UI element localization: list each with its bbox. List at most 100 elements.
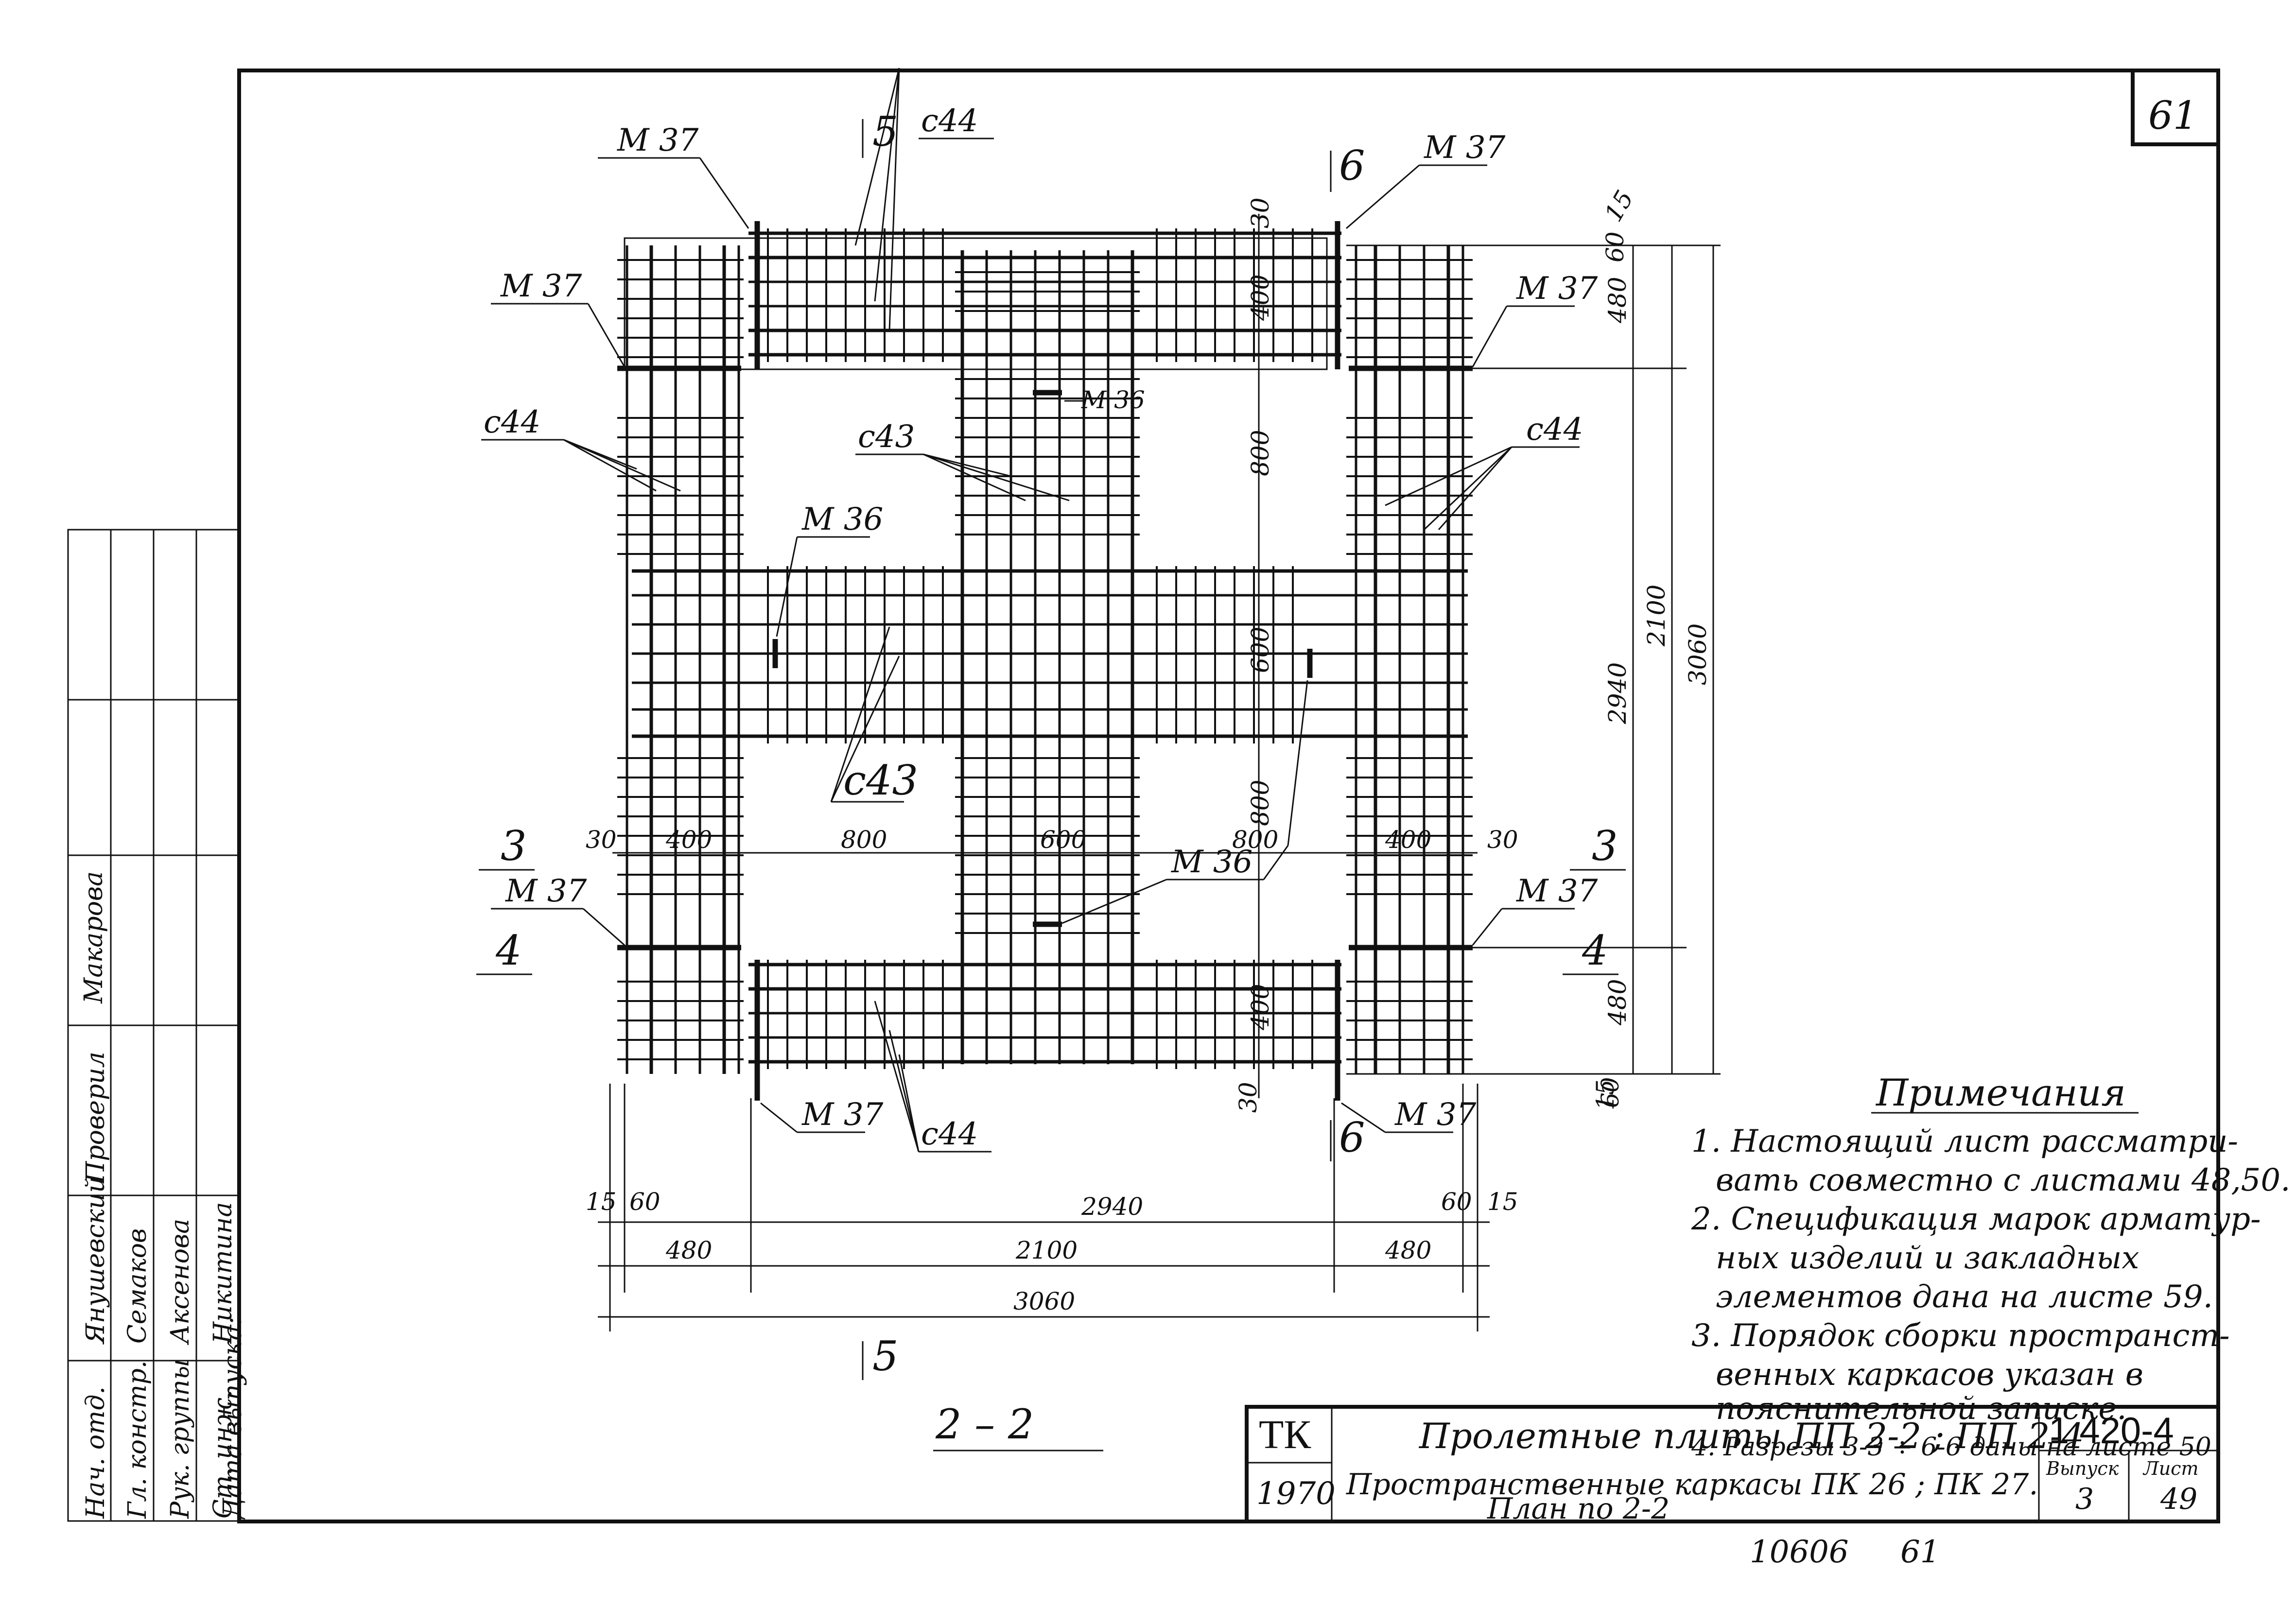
side-stamp: Нач. отд. Янушевский Проверил Гл. констр… (67, 529, 247, 1522)
section-3-left: 3 (501, 822, 526, 870)
issue-label: Выпуск (2046, 1458, 2119, 1479)
title-line-1: Пролетные плиты ПП 2-2 ; ПП 2-4 (1418, 1416, 2084, 1456)
mark-c44-top: с44 (921, 103, 978, 139)
bottom-band (748, 960, 1341, 1069)
dim-15-bottom-right: 15 (1487, 1188, 1518, 1216)
mark-c44-right: с44 (1526, 412, 1583, 448)
dim-800-left: 800 (841, 826, 887, 854)
mark-c44-left: с44 (484, 404, 540, 440)
dim-2940-bottom: 2940 (1081, 1192, 1143, 1221)
dim-15-right-bottom: 15 (1591, 1079, 1619, 1110)
stamp-checked-label: Проверил (81, 1052, 110, 1184)
issue-value: 3 (2075, 1482, 2094, 1516)
mark-c43-lower: с43 (843, 757, 918, 804)
dim-60-right-top: 60 (1601, 231, 1629, 262)
dim-30-left: 30 (586, 826, 617, 854)
dim-30-right: 30 (1487, 826, 1518, 854)
top-band (624, 228, 1341, 370)
notes-heading: Примечания (1875, 1071, 2126, 1114)
mark-m37-top-left: М 37 (617, 122, 699, 158)
embedded-plates-m37 (617, 221, 1473, 1101)
dim-480-right-top: 480 (1603, 277, 1632, 324)
stamp-role-2: Гл. констр. (123, 1361, 152, 1519)
dim-480-bottom-right: 480 (1385, 1236, 1431, 1264)
dim-60-bottom-left: 60 (629, 1188, 661, 1216)
note-line-9: 4. Разрезы 3-3 ÷ 6-6 даны на листе 50 (1691, 1433, 2211, 1462)
dim-2100-right: 2100 (1642, 585, 1670, 647)
dim-30-top-v: 30 (1246, 197, 1274, 228)
inventory-page: 61 (1900, 1534, 1940, 1570)
note-line-3: 2. Спецификация марок арматур- (1691, 1201, 2261, 1237)
right-column (1346, 245, 1473, 1074)
mark-m37-upper-right: М 37 (1516, 271, 1598, 307)
mark-m36-left: М 36 (801, 501, 883, 537)
mark-c44-bottom: с44 (921, 1116, 978, 1152)
dim-15-right-top: 15 (1599, 186, 1639, 226)
title-block: ТК 1970 Пролетные плиты ПП 2-2 ; ПП 2-4 … (1245, 1405, 2220, 1526)
section-3-right: 3 (1592, 822, 1618, 870)
stamp-name-2: Семаков (123, 1228, 152, 1344)
reinforcement-plan (617, 221, 1473, 1101)
mark-m37-bottom-left: М 37 (801, 1097, 884, 1133)
note-line-6: 3. Порядок сборки пространст- (1691, 1318, 2230, 1354)
notes-block: Примечания 1. Настоящий лист рассматри- … (1691, 1071, 2290, 1462)
mark-m37-bottom-right: М 37 (1394, 1097, 1477, 1133)
dim-400-left: 400 (665, 826, 712, 854)
sheet-number: 61 (2148, 93, 2198, 138)
dim-60-bottom-right: 60 (1441, 1188, 1472, 1216)
title-year: 1970 (1256, 1476, 1336, 1512)
dim-400-top-v: 400 (1246, 275, 1274, 321)
mark-leaders (481, 68, 1580, 1153)
dim-60-right-bottom: 60 (1596, 1077, 1624, 1108)
stamp-role-3: Рук. группы (166, 1359, 195, 1519)
sheet-label: Лист (2142, 1458, 2199, 1479)
dim-3060-right: 3060 (1684, 623, 1712, 685)
note-line-2: вать совместно с листами 48,50. (1716, 1162, 2290, 1198)
section-4-left: 4 (495, 927, 522, 974)
dim-30-bottom-v: 30 (1234, 1082, 1262, 1113)
dim-480-right-bottom: 480 (1603, 979, 1632, 1026)
title-org: ТК (1259, 1412, 1311, 1457)
dim-600-horizontal: 600 (1040, 826, 1086, 854)
mark-m36-lower: М 36 (1171, 844, 1252, 880)
middle-band (632, 566, 1468, 743)
section-4-right: 4 (1582, 927, 1608, 974)
mark-m37-lower-left: М 37 (505, 873, 587, 909)
left-column (617, 245, 744, 1074)
mark-labels: М 37 М 37 М 37 М 37 с44 с44 с43 с44 М 36… (484, 103, 1598, 1152)
sheet-value: 49 (2160, 1482, 2197, 1516)
note-line-5: элементов дана на листе 59. (1716, 1279, 2213, 1315)
section-5-bottom: 5 (872, 1332, 898, 1380)
stamp-name-4: Никитина (209, 1202, 238, 1344)
mark-m36-top: М 36 (1081, 386, 1145, 414)
center-column (955, 250, 1140, 1064)
mark-m37-lower-right: М 37 (1516, 873, 1598, 909)
sheet-number-box (2131, 69, 2220, 146)
note-line-1: 1. Настоящий лист рассматри- (1691, 1123, 2238, 1159)
title-code: 1.420-4 (2049, 1410, 2174, 1451)
dim-3060-bottom: 3060 (1013, 1287, 1075, 1315)
dim-480-bottom-left: 480 (665, 1236, 712, 1264)
section-5-top: 5 (872, 108, 898, 156)
dim-800-bottom-v: 800 (1246, 780, 1274, 826)
dimensions: 30 400 800 600 800 400 30 400 800 600 80… (586, 186, 1721, 1331)
inventory-number: 10606 (1750, 1534, 1849, 1570)
section-6-top: 6 (1339, 142, 1365, 190)
mark-m37-upper-left: М 37 (500, 268, 582, 304)
mark-m37-top-right: М 37 (1424, 130, 1506, 166)
dim-400-right: 400 (1385, 826, 1431, 854)
title-line-2: Пространственные каркасы ПК 26 ; ПК 27. (1346, 1468, 2038, 1502)
dim-800-top-v: 800 (1246, 430, 1274, 476)
mark-c43-top: с43 (858, 419, 915, 455)
note-line-4: ных изделий и закладных (1716, 1240, 2139, 1276)
dim-800-right: 800 (1232, 826, 1278, 854)
stamp-role-4: Ст. инж. (209, 1389, 238, 1519)
stamp-role-1: Нач. отд. (81, 1386, 110, 1519)
section-markers: 5 5 6 6 3 3 4 4 2 – 2 (476, 108, 1626, 1451)
stamp-name-1: Янушевский (81, 1176, 110, 1345)
dim-15-bottom-left: 15 (586, 1188, 617, 1216)
stamp-name-3: Аксенова (166, 1219, 195, 1346)
title-line-3: План по 2-2 (1487, 1492, 1670, 1526)
stamp-checked-name: Макарова (79, 871, 108, 1004)
